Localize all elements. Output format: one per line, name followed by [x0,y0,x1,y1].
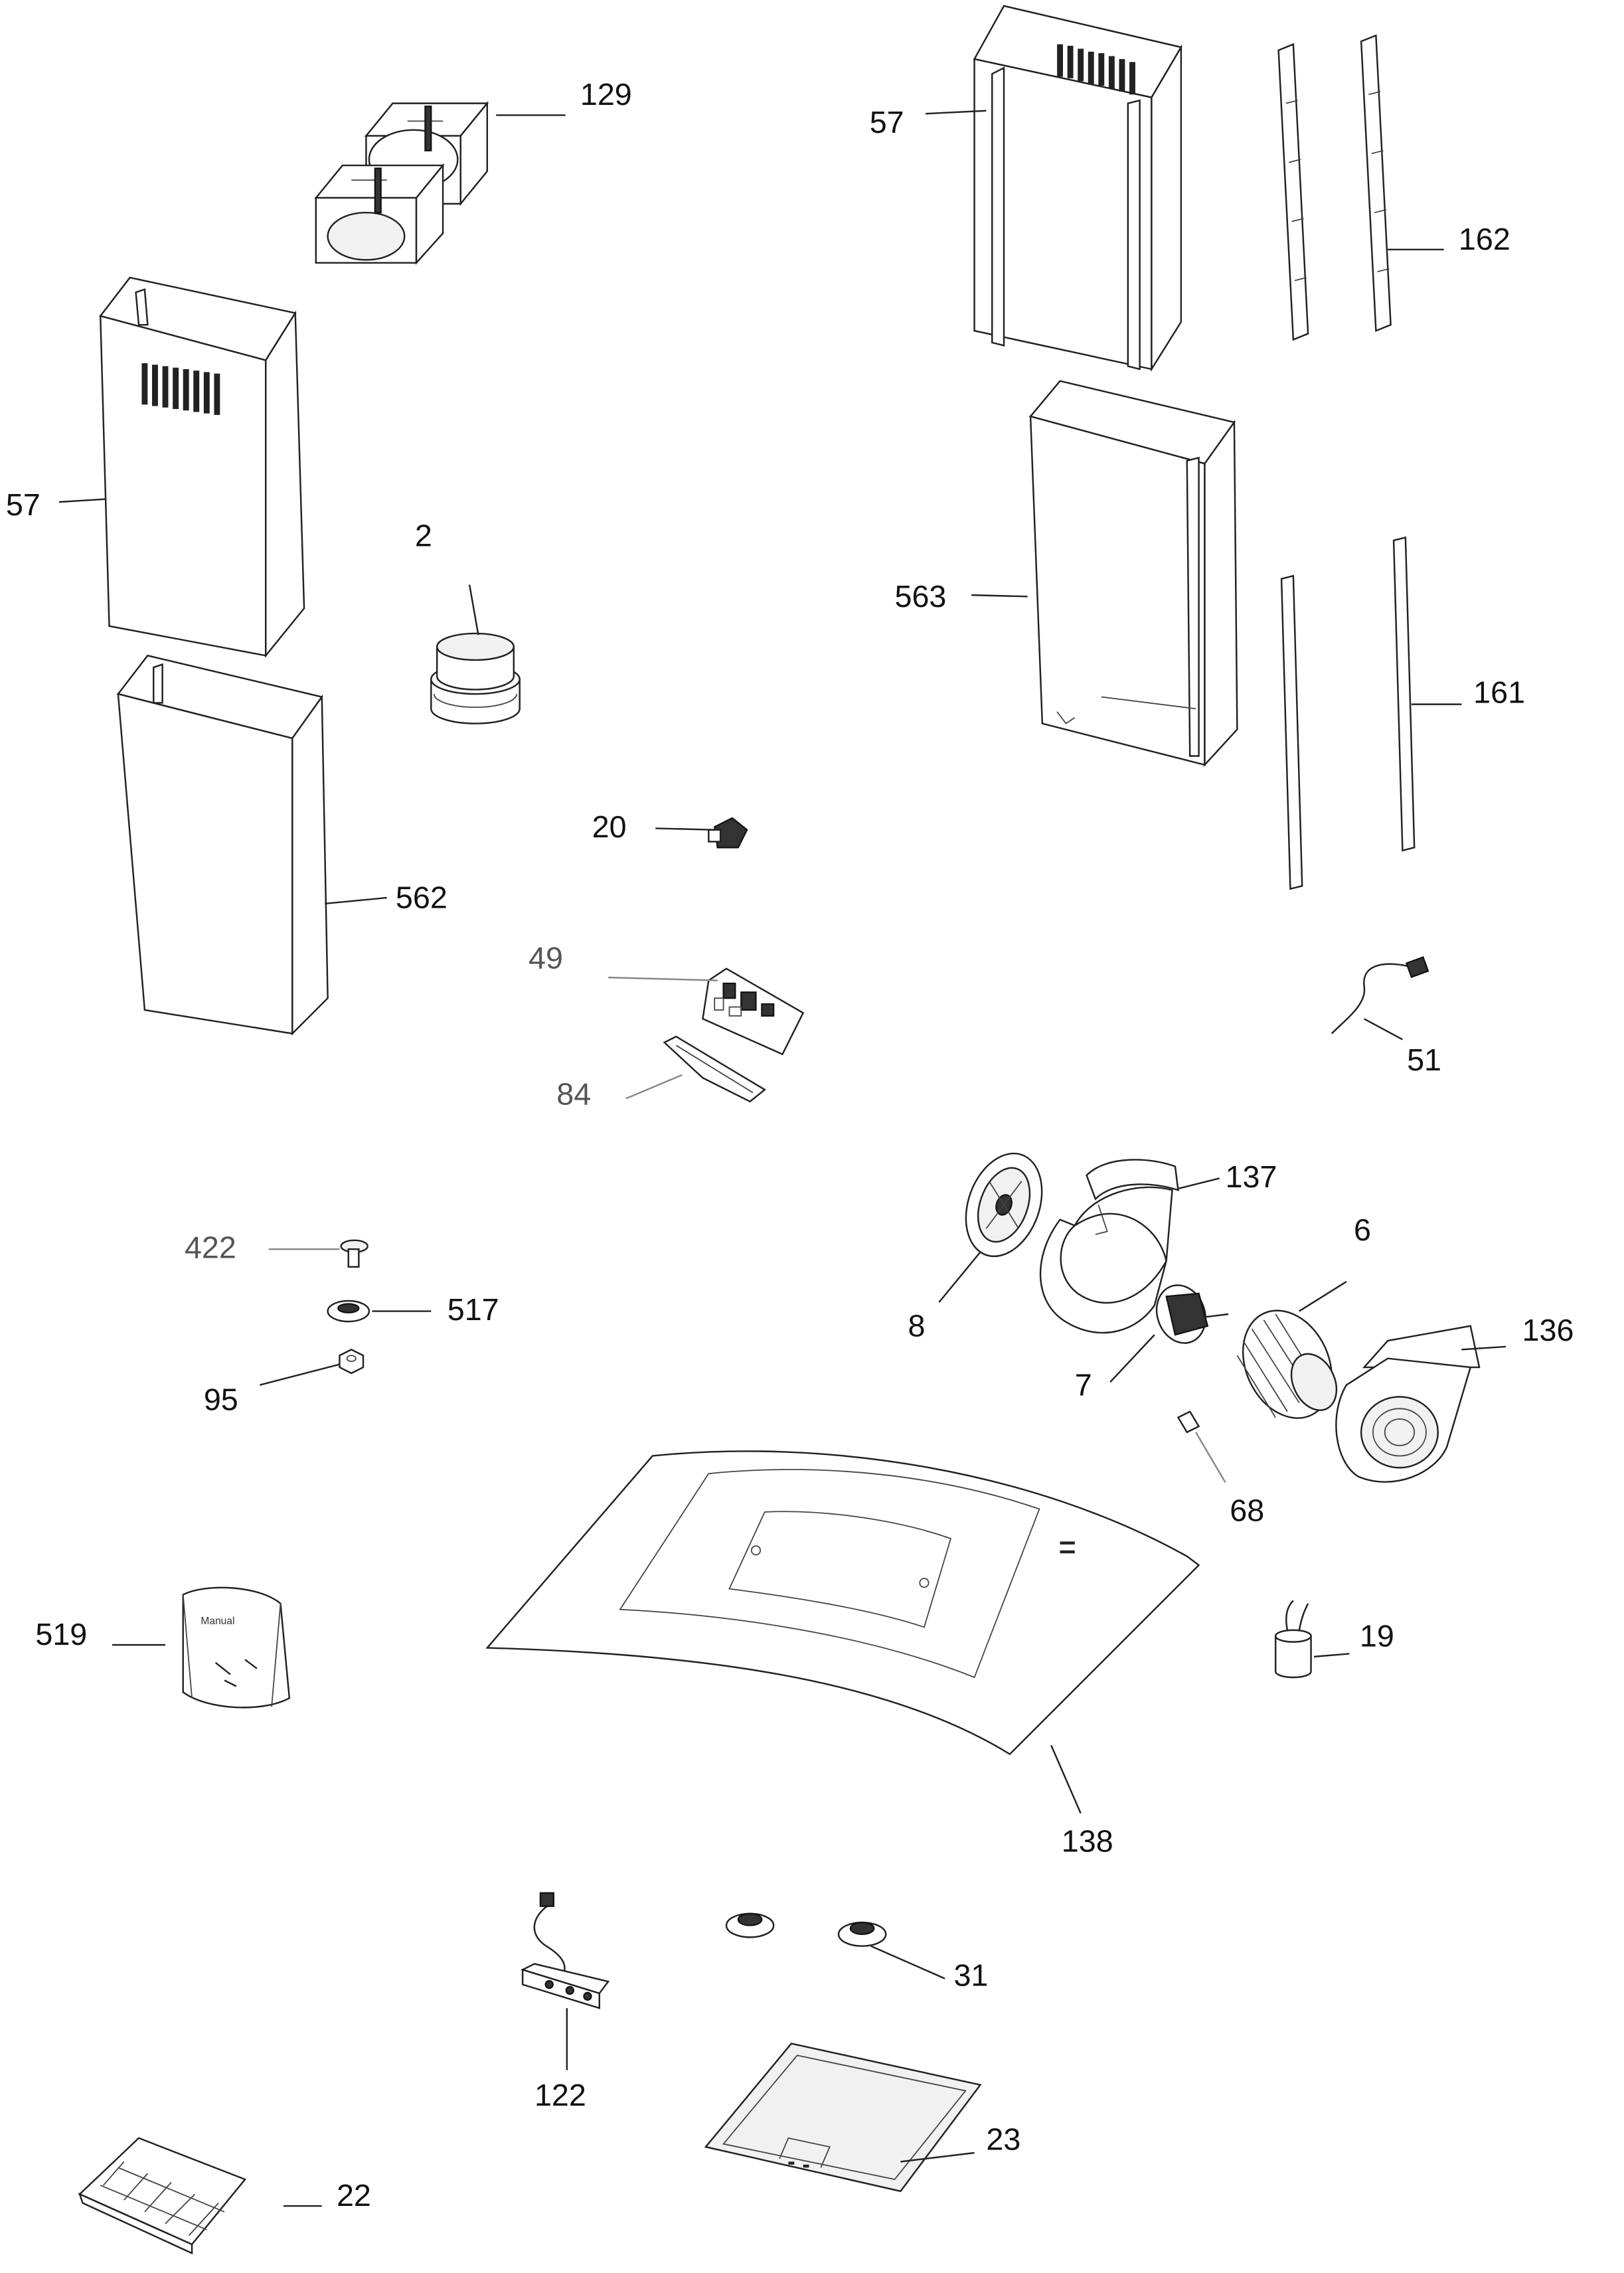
label-519: 519 [35,1617,87,1651]
leader-138 [1050,1744,1082,1814]
leader-49 [608,976,718,981]
part-51-cable [1331,956,1429,1035]
label-57-top-right: 57 [870,105,904,139]
label-137: 137 [1226,1159,1277,1194]
leader-23 [900,2151,975,2163]
leader-8 [938,1251,981,1303]
leader-95 [260,1363,340,1386]
label-57-left: 57 [6,487,41,522]
label-138: 138 [1062,1823,1113,1858]
part-84-board-cover [663,1035,766,1103]
part-519-accessory-bag: Manual [182,1586,291,1709]
leader-57-top-right [926,110,987,115]
part-22-carbon-filter [78,2137,247,2255]
part-95-nut [339,1349,365,1375]
part-2-duct-ring [430,632,521,724]
leader-136 [1461,1345,1506,1351]
label-23: 23 [986,2122,1020,2157]
part-20-connector [708,817,748,849]
part-137-fan-housing [1039,1159,1179,1334]
label-562: 562 [396,881,447,915]
part-517-ring [327,1300,370,1323]
part-57-upper-chimney-left [99,276,305,658]
label-84: 84 [556,1076,591,1111]
label-49: 49 [528,941,563,975]
leader-563 [971,594,1028,598]
part-31-lamps [725,1912,887,1947]
label-563: 563 [895,579,947,614]
part-23-grease-filter [704,2043,982,2193]
label-68: 68 [1230,1493,1264,1527]
part-563-lower-chimney-right [1028,380,1238,767]
leader-31 [870,1945,945,1979]
label-20: 20 [592,809,627,844]
part-136-blower-housing [1335,1325,1481,1483]
leader-19 [1313,1653,1350,1658]
part-57-upper-chimney-right [973,5,1182,373]
label-161: 161 [1473,675,1525,709]
label-6: 6 [1354,1213,1371,1247]
part-122-control-panel [520,1892,610,2009]
part-129-duct-connector [314,101,489,265]
leader-562 [325,896,387,905]
leader-51 [1364,1018,1403,1041]
label-31: 31 [953,1958,988,1993]
label-422: 422 [185,1230,236,1265]
part-68-terminal [1177,1410,1200,1434]
label-129: 129 [580,77,632,112]
part-562-lower-chimney-left [116,654,329,1036]
leader-84 [625,1074,683,1100]
part-49-control-board [702,968,805,1056]
label-517: 517 [447,1292,499,1327]
label-95: 95 [204,1383,238,1417]
part-8-motor-plate [965,1152,1043,1258]
label-8: 8 [908,1308,926,1343]
vent-grille [1057,44,1135,95]
label-51: 51 [1407,1043,1441,1077]
bag-text: Manual [201,1616,234,1627]
leader-68 [1195,1432,1226,1483]
part-138-glass-canopy [485,1450,1200,1756]
part-19-capacitor [1274,1600,1312,1679]
part-7-motor [1155,1284,1229,1344]
vent-grille [141,363,220,415]
leader-2 [468,584,479,635]
part-162-guide-rails [1277,34,1392,341]
leader-7 [1109,1334,1155,1383]
label-2: 2 [415,519,432,553]
label-22: 22 [337,2178,371,2213]
leader-57-left [58,498,107,503]
leader-6 [1299,1281,1347,1312]
label-136: 136 [1522,1313,1574,1347]
label-162: 162 [1459,222,1510,256]
part-161-guide-rails [1280,536,1416,890]
leader-137 [1178,1177,1220,1190]
label-122: 122 [534,2078,586,2112]
part-422-knob [340,1239,368,1268]
leader-20 [655,827,715,831]
part-6-impeller [1236,1309,1338,1419]
label-7: 7 [1075,1367,1092,1402]
label-19: 19 [1360,1618,1394,1653]
